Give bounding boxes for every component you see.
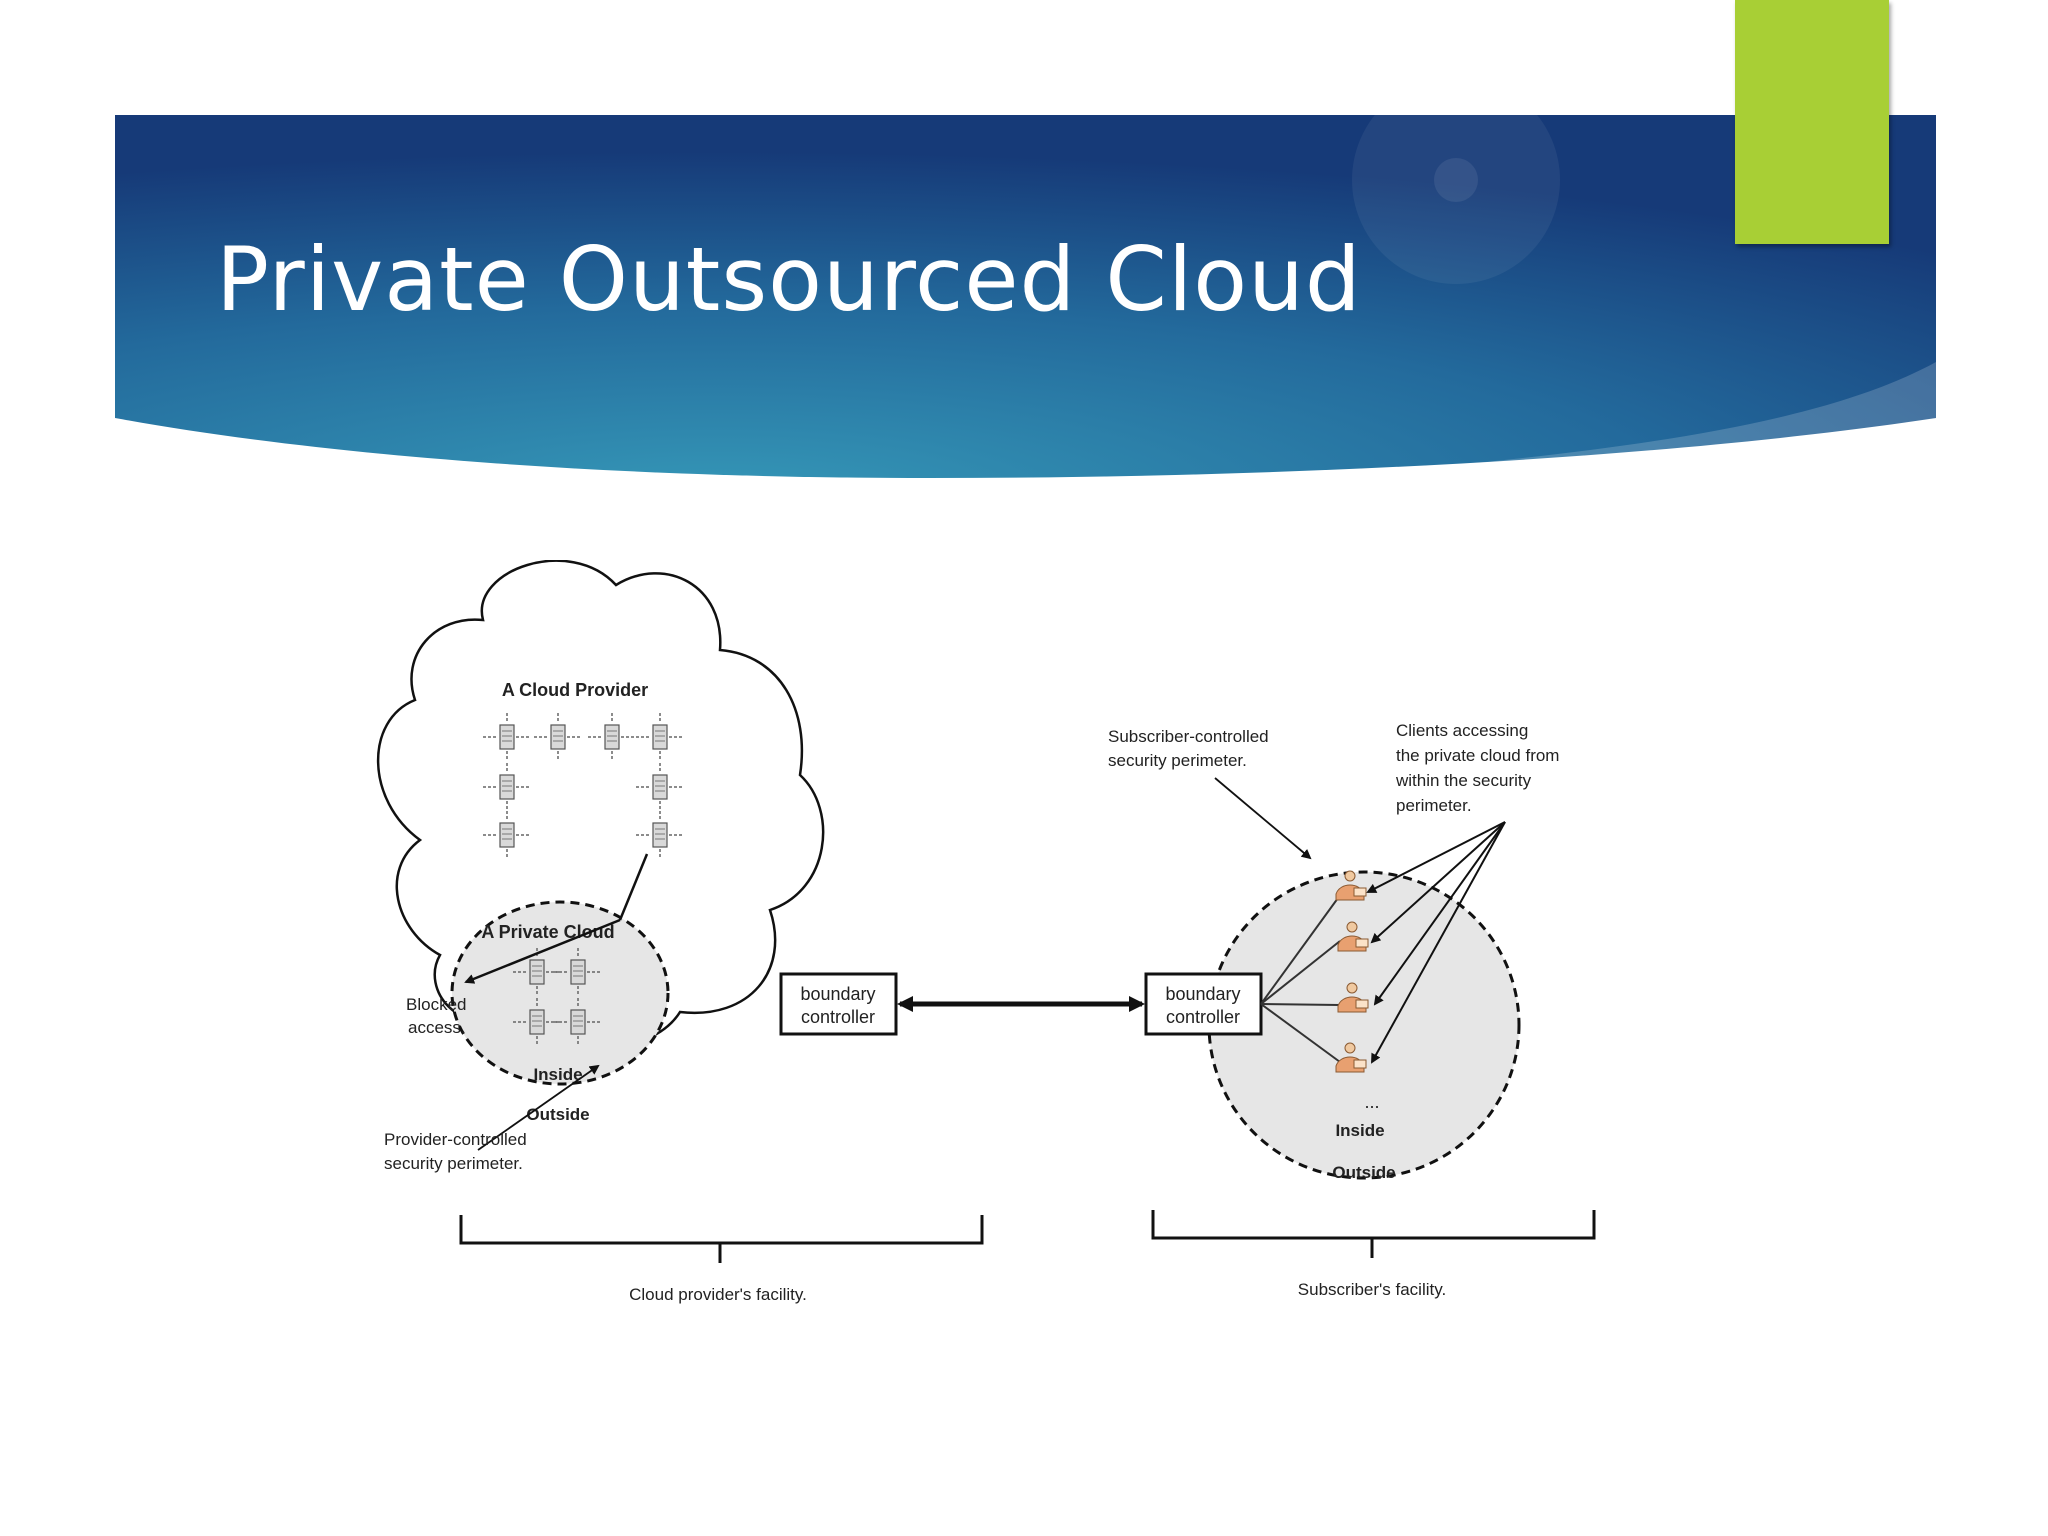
- blocked-access-line2: access.: [408, 1018, 466, 1037]
- provider-facility-brace: [459, 1215, 984, 1263]
- title-banner: [115, 76, 1936, 478]
- clients-callout-line2: the private cloud from: [1396, 746, 1559, 765]
- clients-callout-arrows: [1366, 821, 1506, 1064]
- left-outside-label: Outside: [526, 1105, 589, 1124]
- subscriber-perimeter-line1: Subscriber-controlled: [1108, 727, 1269, 746]
- blocked-access-arrow: [618, 853, 649, 921]
- provider-perimeter-arrow: [477, 1064, 600, 1151]
- blocked-access-line1: Blocked: [406, 995, 466, 1014]
- right-boundary-controller: [1144, 972, 1263, 1036]
- clients-callout-line1: Clients accessing: [1396, 721, 1528, 740]
- right-outside-label: Outside: [1332, 1163, 1395, 1182]
- provider-perimeter-line2: security perimeter.: [384, 1154, 523, 1173]
- left-inside-label: Inside: [533, 1065, 582, 1084]
- client-link: [1260, 1003, 1341, 1063]
- private-cloud-diagram: A Cloud Provider A Private Cloud Inside …: [376, 560, 1596, 1304]
- banner-shape: [115, 115, 1936, 478]
- clients-arrow: [1366, 821, 1506, 893]
- right-boundary-label-line1: boundary: [1165, 984, 1240, 1004]
- subscriber-facility-brace: [1151, 1210, 1596, 1258]
- client-ellipsis: ...: [1364, 1092, 1379, 1112]
- subscriber-perimeter-line2: security perimeter.: [1108, 751, 1247, 770]
- clients-callout-line3: within the security: [1395, 771, 1532, 790]
- right-boundary-label-line2: controller: [1166, 1007, 1240, 1027]
- subscriber-perimeter-arrow: [1214, 777, 1312, 860]
- cloud-provider-label: A Cloud Provider: [502, 680, 648, 700]
- left-boundary-label-line2: controller: [801, 1007, 875, 1027]
- clients-callout-line4: perimeter.: [1396, 796, 1472, 815]
- accent-tab: [1735, 0, 1889, 244]
- left-boundary-controller: [779, 972, 898, 1036]
- client-link: [1260, 1003, 1341, 1006]
- banner-decor-circle: [1352, 76, 1560, 284]
- slide-title: Private Outsourced Cloud: [216, 228, 1362, 331]
- controller-client-links: [1260, 897, 1341, 1063]
- left-boundary-label-line1: boundary: [800, 984, 875, 1004]
- provider-facility-label: Cloud provider's facility.: [629, 1285, 807, 1304]
- provider-perimeter-line1: Provider-controlled: [384, 1130, 527, 1149]
- banner-highlight-swoosh: [1400, 362, 1936, 470]
- blocked-access-arrow: [464, 918, 621, 984]
- clients-arrow: [1371, 821, 1506, 1064]
- private-cloud-label: A Private Cloud: [481, 922, 614, 942]
- clients-arrow: [1373, 821, 1506, 1006]
- private-cloud-perimeter: [450, 900, 670, 1086]
- right-inside-label: Inside: [1335, 1121, 1384, 1140]
- client-link: [1260, 897, 1339, 1005]
- banner-decor-dot: [1434, 158, 1478, 202]
- client-link: [1260, 940, 1341, 1005]
- subscriber-facility-label: Subscriber's facility.: [1298, 1280, 1446, 1299]
- clients-arrow: [1370, 821, 1506, 944]
